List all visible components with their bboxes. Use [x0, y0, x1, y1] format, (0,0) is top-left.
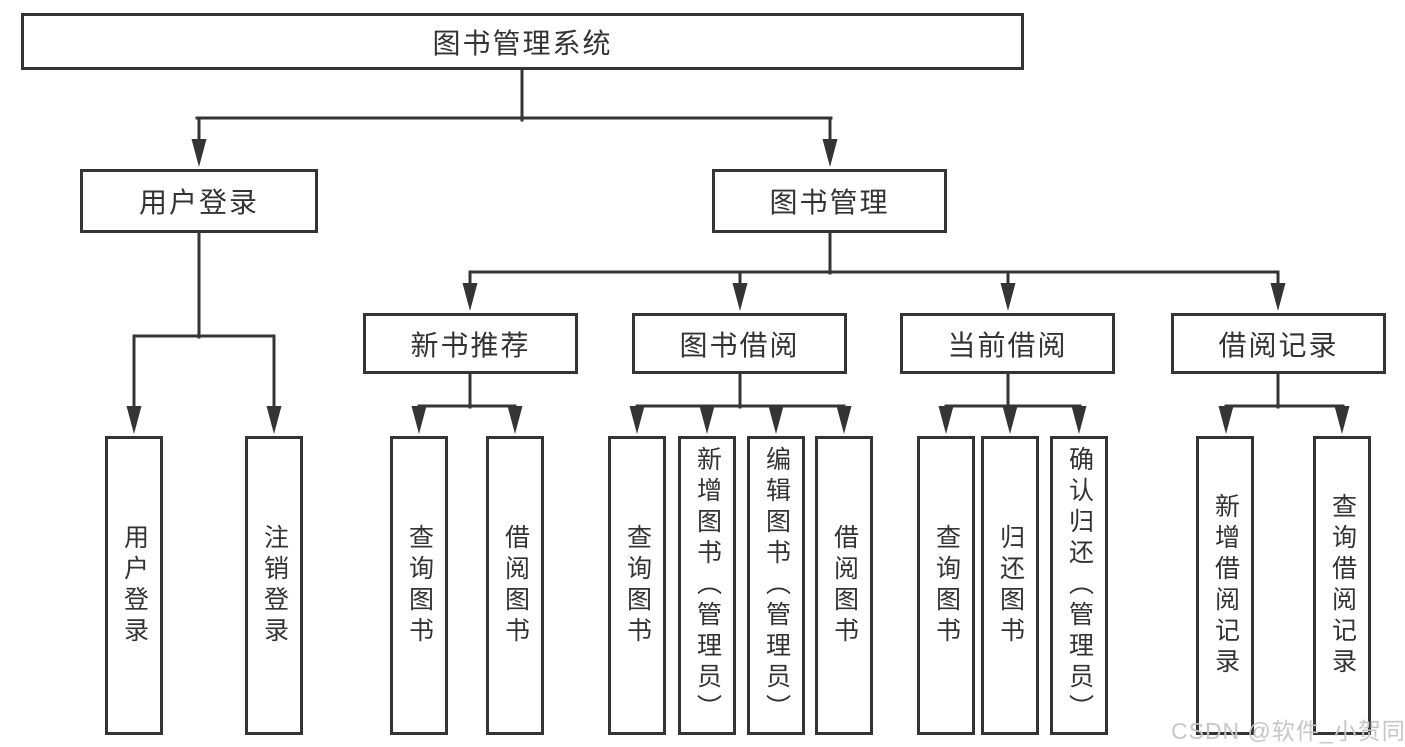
- node-label: 查询图书: [623, 523, 652, 648]
- node-label: 新书推荐: [410, 329, 531, 361]
- leaf-borrow-books-recommend: 借阅图书: [486, 436, 544, 735]
- leaf-confirm-return-admin: 确认归还（管理员）: [1050, 436, 1108, 735]
- node-label: 图书管理系统: [432, 27, 613, 59]
- node-label: 确认归还（管理员）: [1065, 446, 1094, 725]
- node-label: 查询图书: [405, 523, 434, 648]
- node-book-management: 图书管理: [712, 169, 947, 233]
- leaf-query-books-current: 查询图书: [917, 436, 975, 735]
- leaf-edit-book-admin: 编辑图书（管理员）: [747, 436, 805, 735]
- node-label: 新增图书（管理员）: [693, 446, 722, 725]
- node-label: 用户登录: [138, 187, 259, 218]
- node-new-book-recommend: 新书推荐: [363, 313, 578, 374]
- csdn-watermark: CSDN @软件_小贺同学: [1171, 718, 1405, 744]
- arrowhead-icons: [126, 139, 1350, 434]
- node-label: 归还图书: [996, 523, 1025, 648]
- leaf-add-borrow-record: 新增借阅记录: [1196, 436, 1254, 735]
- node-label: 当前借阅: [947, 329, 1068, 361]
- node-library-system: 图书管理系统: [21, 13, 1024, 70]
- leaf-borrow-books-borrowing: 借阅图书: [815, 436, 873, 735]
- node-label: 借阅图书: [501, 523, 530, 648]
- node-label: 图书借阅: [679, 329, 800, 361]
- node-label: 借阅图书: [830, 523, 859, 648]
- leaf-query-books-borrowing: 查询图书: [608, 436, 666, 735]
- node-label: 图书管理: [769, 187, 890, 218]
- leaf-user-login: 用户登录: [105, 436, 163, 735]
- node-label: 用户登录: [120, 523, 149, 648]
- node-label: 编辑图书（管理员）: [762, 446, 791, 725]
- leaf-logout: 注销登录: [245, 436, 303, 735]
- node-current-borrowing: 当前借阅: [900, 313, 1115, 374]
- node-label: 查询借阅记录: [1328, 492, 1357, 679]
- leaf-add-book-admin: 新增图书（管理员）: [678, 436, 736, 735]
- node-label: 注销登录: [260, 523, 289, 648]
- node-book-borrowing: 图书借阅: [632, 313, 847, 374]
- leaf-return-books: 归还图书: [981, 436, 1039, 735]
- node-user-login: 用户登录: [80, 169, 318, 233]
- node-borrowing-records: 借阅记录: [1171, 313, 1386, 374]
- connector-segments: [132, 68, 1345, 414]
- node-label: 查询图书: [932, 523, 961, 648]
- leaf-query-borrow-record: 查询借阅记录: [1313, 436, 1371, 735]
- node-label: 借阅记录: [1218, 329, 1339, 361]
- node-label: 新增借阅记录: [1211, 492, 1240, 679]
- leaf-query-books-recommend: 查询图书: [390, 436, 448, 735]
